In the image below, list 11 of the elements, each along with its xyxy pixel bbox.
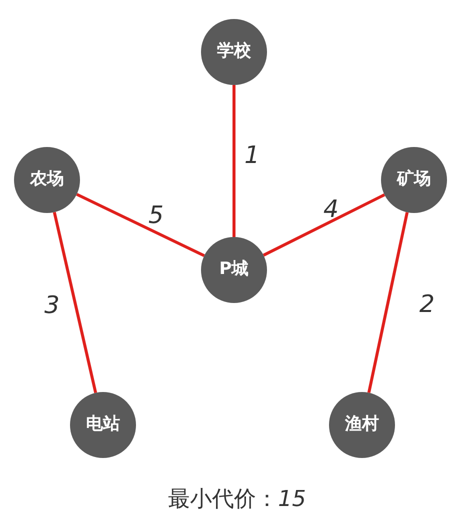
edge-label: 3 [44,293,60,317]
edge-label: 2 [419,292,435,316]
connector-line [76,192,205,258]
connector-line [262,193,386,257]
connector-line [367,212,409,394]
connector-line [52,212,98,394]
edge-label: 1 [244,143,260,167]
edge-label: 4 [323,197,339,221]
connector-line [232,85,236,237]
edge-label: 5 [148,203,164,227]
caption: 最小代价：15 [167,486,307,514]
